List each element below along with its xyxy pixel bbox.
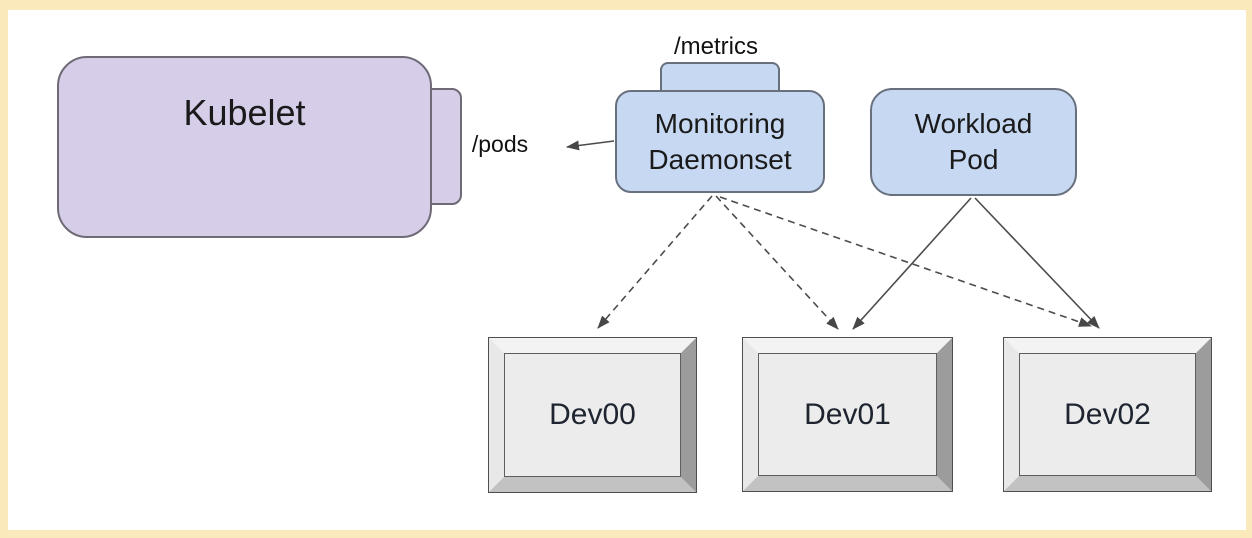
- kubelet-node: Kubelet: [57, 56, 432, 238]
- device-node-dev01: Dev01: [742, 337, 953, 492]
- workload-pod-label: Workload Pod: [914, 108, 1033, 175]
- device-bevel: Dev02: [1004, 338, 1211, 491]
- pods-endpoint-label: /pods: [471, 131, 529, 157]
- device-node-dev00: Dev00: [488, 337, 697, 493]
- metrics-endpoint-label: /metrics: [674, 33, 758, 60]
- device-bevel: Dev00: [489, 338, 696, 492]
- device-node-dev02: Dev02: [1003, 337, 1212, 492]
- monitoring-daemonset-node: Monitoring Daemonset: [615, 90, 825, 193]
- kubelet-label: Kubelet: [183, 92, 306, 133]
- device-label-dev00: Dev00: [549, 398, 636, 431]
- device-label-dev01: Dev01: [804, 397, 891, 431]
- device-label-dev02: Dev02: [1064, 397, 1151, 431]
- monitoring-daemonset-label: Monitoring Daemonset: [648, 107, 792, 175]
- device-face: Dev00: [504, 353, 681, 477]
- workload-pod-node: Workload Pod: [870, 88, 1077, 196]
- device-face: Dev01: [758, 353, 937, 476]
- device-bevel: Dev01: [743, 338, 952, 491]
- device-face: Dev02: [1019, 353, 1196, 476]
